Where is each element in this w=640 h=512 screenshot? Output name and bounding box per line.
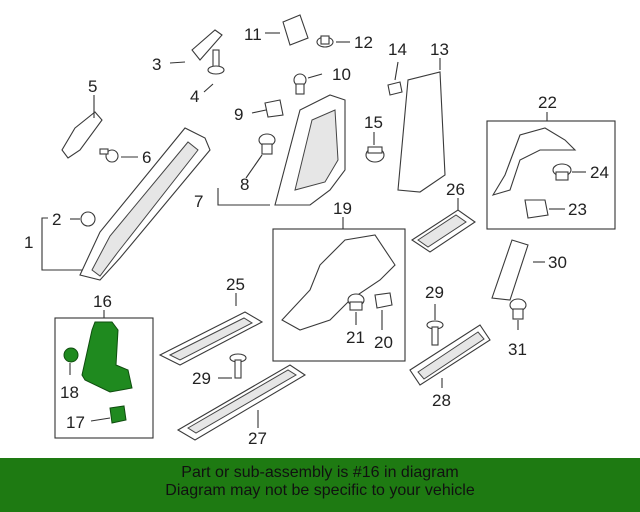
callout-25: 25: [226, 275, 245, 294]
part-28-scuff-plate: [409, 324, 491, 386]
callout-1: 1: [24, 233, 33, 252]
part-29-screw-b: [426, 320, 444, 346]
part-4-screw: [207, 49, 225, 75]
part-6-bolt: [99, 148, 119, 163]
part-26-sill-plate: [411, 209, 476, 253]
callout-5: 5: [88, 77, 97, 96]
callout-13: 13: [430, 40, 449, 59]
part-27-scuff-plate: [176, 364, 307, 441]
banner-line-1: Part or sub-assembly is #16 in diagram: [181, 464, 459, 481]
part-2-clip: [80, 211, 96, 227]
callout-29b: 29: [425, 283, 444, 302]
callout-22: 22: [538, 93, 557, 112]
part-3-bracket: [191, 29, 223, 61]
callout-27: 27: [248, 429, 267, 448]
part-29-screw-a: [229, 353, 247, 379]
callout-29a: 29: [192, 369, 211, 388]
part-31-clip: [509, 298, 527, 320]
callout-14: 14: [388, 40, 407, 59]
callout-26: 26: [446, 180, 465, 199]
part-13-pillar-trim: [397, 71, 446, 193]
callout-23: 23: [568, 200, 587, 219]
part-5-bracket: [61, 111, 103, 159]
part-20-clip: [374, 292, 393, 309]
part-7-pillar-trim: [274, 94, 346, 206]
callout-2: 2: [52, 210, 61, 229]
part-25-sill-plate: [158, 311, 264, 366]
part-8-clip: [258, 133, 276, 155]
part-18-clip: [63, 347, 79, 363]
callout-21: 21: [346, 328, 365, 347]
part-30-bracket: [491, 239, 529, 301]
callout-11: 11: [244, 25, 262, 44]
part-23-clip: [524, 199, 549, 219]
part-1-pillar-trim: [79, 127, 211, 281]
callout-28: 28: [432, 391, 451, 410]
part-9-clip: [264, 99, 284, 118]
banner-line-2: Diagram may not be specific to your vehi…: [165, 482, 475, 499]
callout-17: 17: [66, 413, 85, 432]
callout-16: 16: [93, 292, 112, 311]
part-24-clip: [552, 163, 572, 181]
part-11-bracket: [282, 14, 309, 46]
leader-lines: [41, 32, 586, 428]
part-14-clip: [387, 81, 403, 96]
group-box-22: [486, 120, 616, 230]
part-12-pin: [316, 35, 334, 48]
callout-18: 18: [60, 383, 79, 402]
part-17-clip: [109, 405, 127, 424]
callout-8: 8: [240, 175, 249, 194]
callout-3: 3: [152, 55, 161, 74]
part-22-quarter-trim: [491, 127, 577, 196]
callout-30: 30: [548, 253, 567, 272]
callout-4: 4: [190, 87, 199, 106]
part-15-clip: [365, 146, 385, 163]
callout-labels: 1 2 3 4 5 6 7 8 9 10 11 12 13 14 15 16 1…: [24, 25, 609, 448]
group-box-19: [272, 228, 406, 362]
part-21-clip: [347, 293, 365, 311]
part-16-trim-panel: [81, 321, 133, 393]
callout-10: 10: [332, 65, 351, 84]
callout-19: 19: [333, 199, 352, 218]
callout-6: 6: [142, 148, 151, 167]
callout-12: 12: [354, 33, 373, 52]
parts-diagram: 1 2 3 4 5 6 7 8 9 10 11 12 13 14 15 16 1…: [24, 14, 616, 448]
callout-20: 20: [374, 333, 393, 352]
callout-31: 31: [508, 340, 527, 359]
info-banner: Part or sub-assembly is #16 in diagram D…: [0, 458, 640, 512]
callout-9: 9: [234, 105, 243, 124]
callout-7: 7: [194, 192, 203, 211]
callout-24: 24: [590, 163, 609, 182]
part-19-quarter-trim: [281, 234, 396, 331]
part-10-screw: [293, 73, 307, 95]
callout-15: 15: [364, 113, 383, 132]
